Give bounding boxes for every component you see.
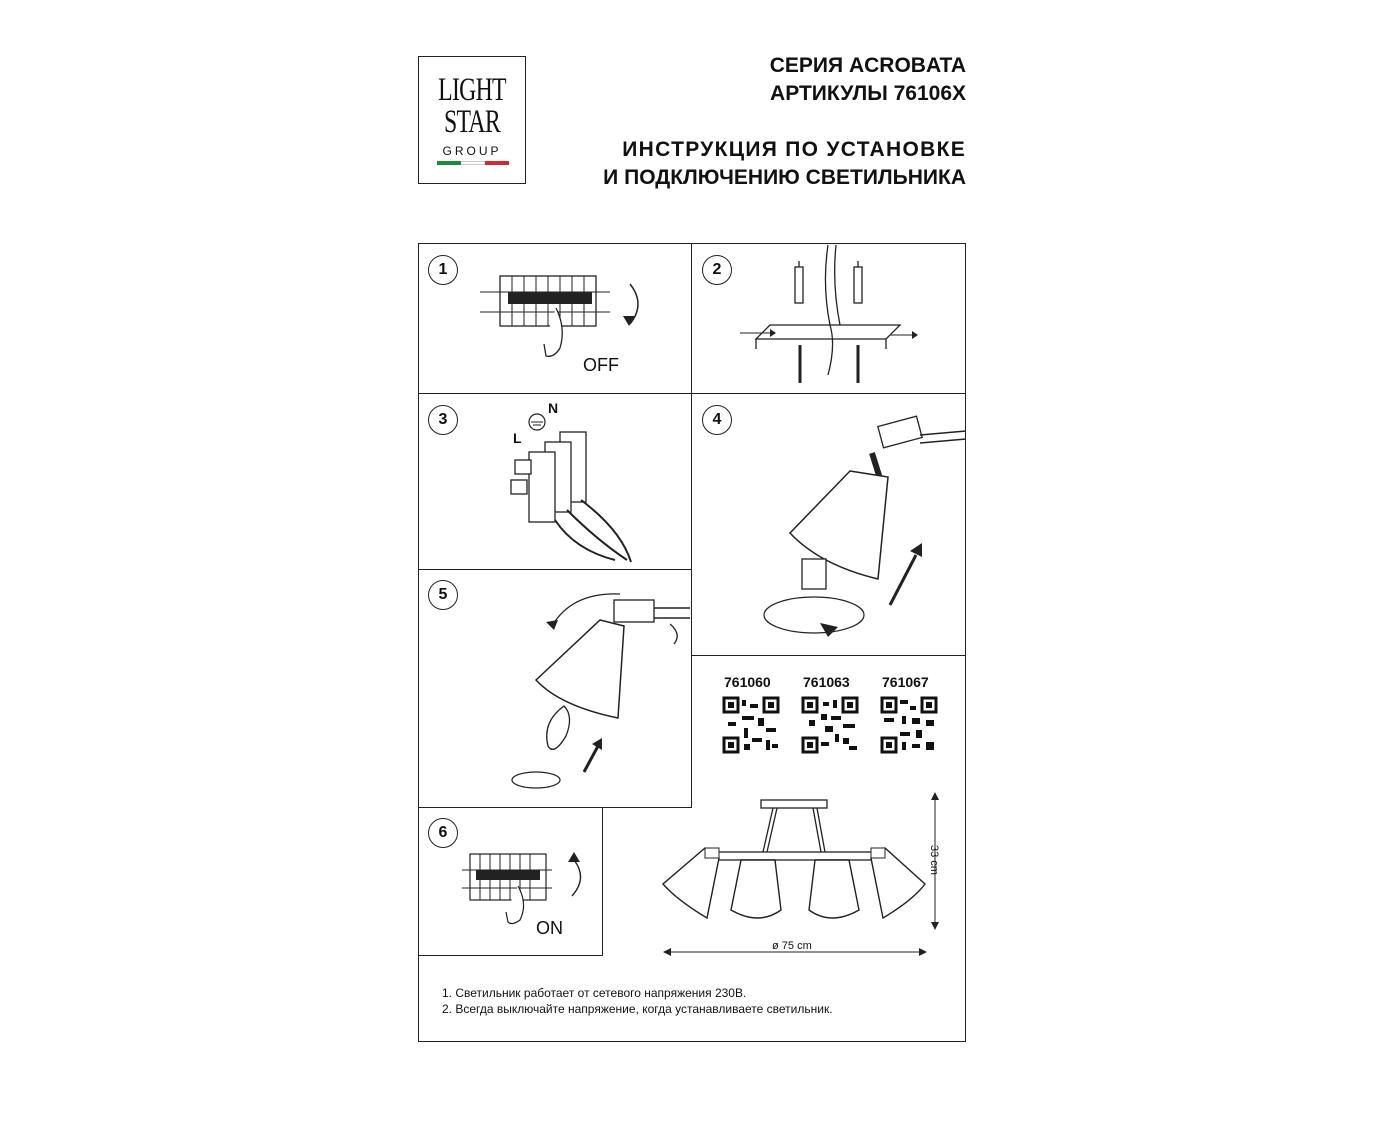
on-label: ON bbox=[536, 918, 563, 938]
diameter-dimension: ø 75 cm bbox=[772, 940, 812, 952]
model-code-2: 761063 bbox=[803, 674, 850, 690]
chandelier-icon bbox=[662, 792, 939, 956]
breaker-icon bbox=[462, 852, 582, 925]
divider bbox=[602, 808, 603, 956]
logo-line-2: STAR bbox=[444, 104, 501, 140]
qr-code-icon bbox=[801, 696, 859, 754]
italian-flag-icon bbox=[437, 161, 509, 165]
bulb-icon bbox=[511, 593, 690, 789]
step-3-number: 3 bbox=[428, 405, 458, 435]
series-title: СЕРИЯ ACROBATA bbox=[769, 54, 966, 77]
divider bbox=[418, 569, 692, 570]
step-6-number: 6 bbox=[428, 818, 458, 848]
qr-code-icon bbox=[880, 696, 938, 754]
divider bbox=[692, 655, 966, 656]
logo-line-1: LIGHT bbox=[438, 72, 506, 108]
wire-n-label: N bbox=[548, 400, 559, 416]
mounting-bracket-icon bbox=[740, 244, 918, 383]
model-code-3: 761067 bbox=[882, 674, 929, 690]
instruction-title-line-2: И ПОДКЛЮЧЕНИЮ СВЕТИЛЬНИКА bbox=[603, 166, 966, 189]
logo-line-3: GROUP bbox=[442, 144, 502, 158]
divider bbox=[418, 807, 692, 808]
breaker-icon bbox=[480, 275, 639, 357]
divider bbox=[691, 243, 692, 808]
instruction-frame bbox=[418, 243, 966, 1042]
height-dimension: 33 cm bbox=[928, 845, 940, 875]
note-2: 2. Всегда выключайте напряжение, когда у… bbox=[442, 1002, 833, 1016]
lamp-shade-icon bbox=[763, 415, 967, 637]
qr-code-icon bbox=[722, 696, 780, 754]
step-4-number: 4 bbox=[702, 405, 732, 435]
brand-logo: LIGHT STAR GROUP bbox=[418, 56, 526, 184]
instruction-title-line-1: ИНСТРУКЦИЯ ПО УСТАНОВКЕ bbox=[622, 138, 966, 161]
off-label: OFF bbox=[583, 355, 619, 375]
step-2-number: 2 bbox=[702, 255, 732, 285]
wire-l-label: L bbox=[513, 430, 522, 446]
terminal-block-icon bbox=[510, 413, 632, 563]
model-code-1: 761060 bbox=[724, 674, 771, 690]
divider bbox=[418, 955, 603, 956]
articles-title: АРТИКУЛЫ 76106X bbox=[770, 82, 966, 105]
step-5-number: 5 bbox=[428, 580, 458, 610]
divider bbox=[418, 393, 966, 394]
note-1: 1. Светильник работает от сетевого напря… bbox=[442, 986, 747, 1000]
step-1-number: 1 bbox=[428, 255, 458, 285]
